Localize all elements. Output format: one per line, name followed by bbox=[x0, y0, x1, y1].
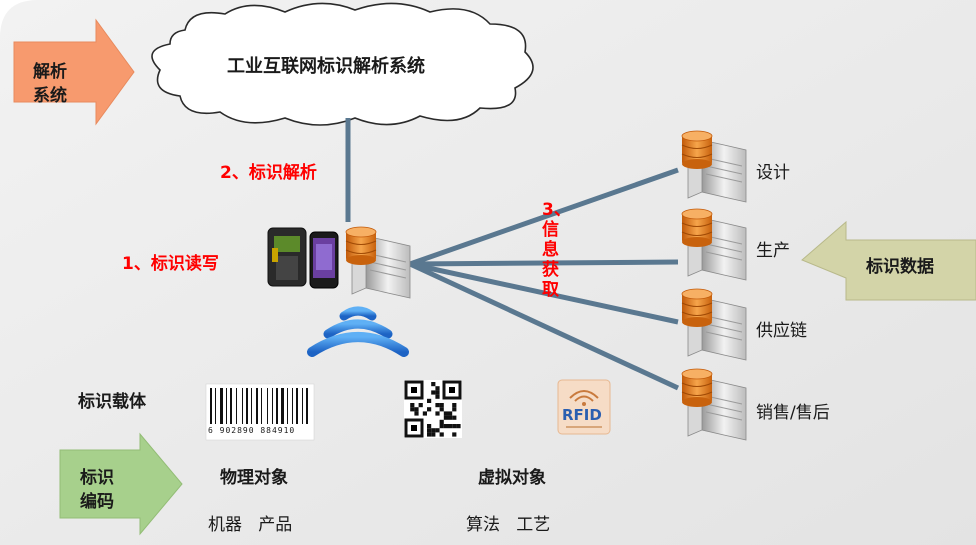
virtual-object-title: 虚拟对象 bbox=[478, 468, 546, 488]
handheld-devices bbox=[267, 227, 339, 289]
qr-code-icon bbox=[404, 380, 462, 438]
id-code-label: 标识 编码 bbox=[80, 468, 114, 512]
cloud-shape bbox=[151, 2, 534, 126]
server-label-supply-chain: 供应链 bbox=[756, 321, 807, 341]
step3-label: 3、 信 息 获 取 bbox=[542, 200, 571, 300]
server-label-design: 设计 bbox=[756, 163, 790, 183]
cloud-title: 工业互联网标识解析系统 bbox=[227, 56, 425, 77]
barcode-digits: 6 902890 884910 bbox=[208, 426, 296, 435]
id-code-arrow bbox=[59, 432, 183, 536]
carrier-title: 标识载体 bbox=[78, 392, 146, 412]
server-label-production: 生产 bbox=[756, 241, 790, 261]
id-data-arrow bbox=[801, 220, 976, 301]
resolve-system-arrow bbox=[13, 18, 135, 126]
barcode-icon bbox=[205, 383, 315, 441]
step1-label: 1、标识读写 bbox=[122, 254, 219, 274]
fanout-lines bbox=[408, 167, 680, 391]
wireless-signal-icon bbox=[307, 306, 409, 357]
resolve-system-label: 解析 系统 bbox=[33, 62, 67, 106]
id-data-label: 标识数据 bbox=[866, 257, 934, 277]
virtual-object-items: 算法 工艺 bbox=[466, 515, 551, 535]
server-label-sales: 销售/售后 bbox=[756, 403, 830, 423]
step2-label: 2、标识解析 bbox=[220, 163, 317, 183]
physical-object-items: 机器 产品 bbox=[208, 515, 293, 535]
rfid-tag-icon bbox=[557, 379, 611, 435]
rfid-text: RFID bbox=[562, 406, 602, 424]
physical-object-title: 物理对象 bbox=[220, 468, 288, 488]
